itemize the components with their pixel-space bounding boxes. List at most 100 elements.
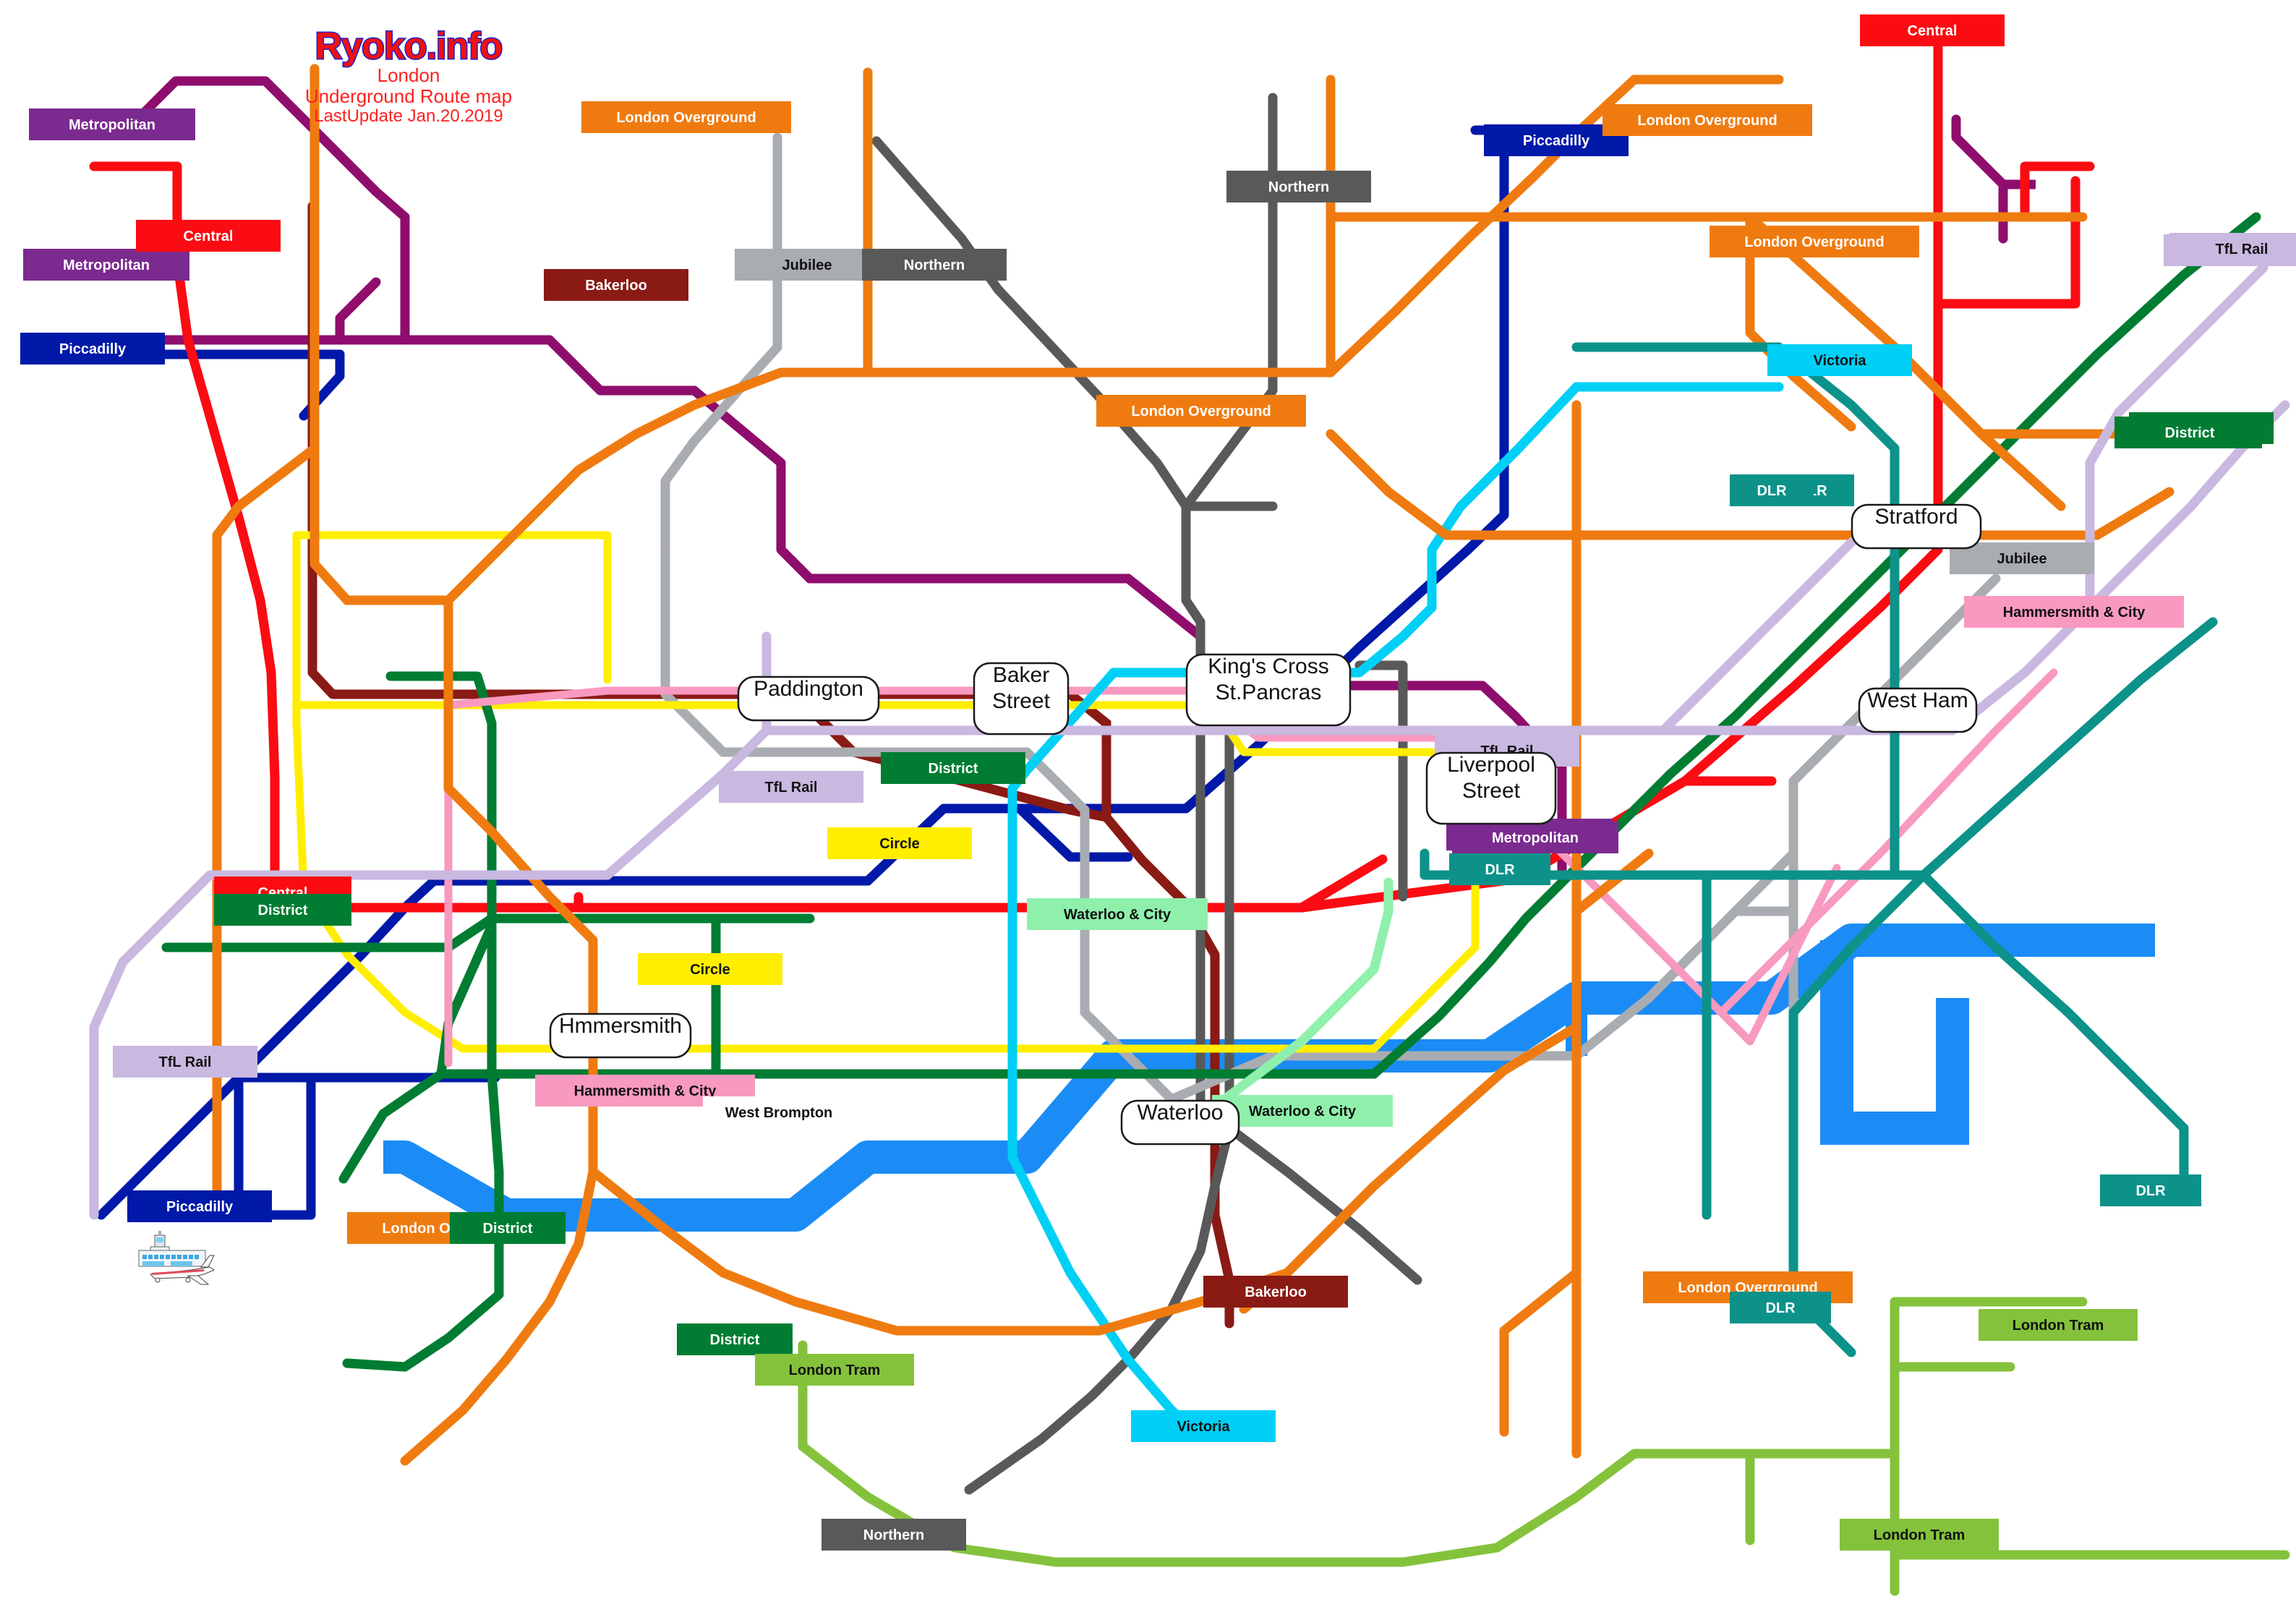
line-tag-bakerloo[interactable]: Bakerloo <box>544 269 688 301</box>
line-tag-label: DLR <box>1765 1300 1796 1316</box>
title-line-1: London <box>377 64 440 86</box>
line-tag-label: TfL Rail <box>2216 242 2269 257</box>
line-tag-box <box>127 1190 272 1222</box>
line-tag-northern[interactable]: Northern <box>862 249 1007 281</box>
line-tag-london-overground[interactable]: London Overground <box>1096 395 1306 427</box>
line-northern <box>871 93 1422 1495</box>
line-tag-west-brompton[interactable]: West Brompton <box>703 1096 855 1128</box>
logo-text: Ryoko.info <box>314 25 504 67</box>
line-tag-label: District <box>258 903 308 918</box>
line-tag-label: Waterloo & City <box>1064 907 1172 923</box>
line-dlr <box>1420 342 2218 1357</box>
line-tag-box <box>1449 853 1550 885</box>
line-tag-box <box>881 752 1025 784</box>
line-tag-box <box>2117 417 2262 448</box>
line-waterloo-city <box>1181 877 1394 1133</box>
line-tag-victoria[interactable]: Victoria <box>1131 1410 1276 1442</box>
line-tag-district[interactable]: District <box>677 1323 793 1355</box>
line-tag-circle[interactable]: Circle <box>638 953 782 985</box>
line-tag-dlr[interactable]: DLR <box>2100 1174 2201 1206</box>
line-tag-waterloo-city[interactable]: Waterloo & City <box>1027 898 1208 930</box>
line-tag-box <box>719 771 863 803</box>
line-tag-northern[interactable]: Northern <box>821 1519 966 1551</box>
line-tag-box <box>214 894 351 926</box>
line-tag-box <box>1212 1095 1393 1127</box>
line-tag-label: Piccadilly <box>59 341 127 357</box>
line-tag-tfl-rail[interactable]: TfL Rail <box>2169 233 2296 265</box>
line-tag-hammersmith-city[interactable]: Hammersmith & City <box>1964 596 2184 628</box>
line-tag-label: Jubilee <box>1997 551 2047 567</box>
line-tag-northern[interactable]: Northern <box>1226 171 1371 202</box>
major-station-waterloo[interactable]: Waterloo <box>1120 1099 1240 1146</box>
major-station-label: West Ham <box>1867 688 1968 712</box>
line-tag-label: London Tram <box>789 1363 881 1378</box>
line-tag-label: Northern <box>863 1527 924 1543</box>
line-tag-label: District <box>929 761 978 777</box>
line-tag-jubilee[interactable]: Jubilee <box>735 249 879 281</box>
major-station-box <box>737 675 880 722</box>
major-station-west-ham[interactable]: West Ham <box>1858 687 1978 733</box>
line-tag-dlr[interactable]: DLR <box>1730 1292 1831 1323</box>
line-tag-label: Bakerloo <box>585 278 647 294</box>
major-station-label: King's Cross <box>1208 654 1328 678</box>
line-tag-london-overground[interactable]: London Overground <box>581 101 791 133</box>
line-tag-metropolitan[interactable]: Metropolitan <box>23 249 189 281</box>
line-tag-bakerloo[interactable]: Bakerloo <box>1203 1276 1348 1308</box>
line-tag-label: Piccadilly <box>166 1199 234 1215</box>
major-station-hmmersmith[interactable]: Hmmersmith <box>549 1012 692 1059</box>
line-tag-district[interactable]: District <box>450 1212 566 1244</box>
line-tag-box <box>2100 1174 2201 1206</box>
line-tag-label: Bakerloo <box>1245 1284 1307 1300</box>
line-tag-piccadilly[interactable]: Piccadilly <box>20 333 165 364</box>
line-tag-dlr[interactable]: DLR <box>1730 474 1814 506</box>
line-tag-box <box>113 1046 257 1078</box>
line-tram <box>798 1297 2290 1596</box>
line-tag-london-tram[interactable]: London Tram <box>1840 1519 1999 1551</box>
line-district <box>161 212 2261 1372</box>
line-tag-tfl-rail[interactable]: TfL Rail <box>719 771 863 803</box>
line-tag-district[interactable]: District <box>2117 417 2262 448</box>
line-tag-london-tram[interactable]: London Tram <box>1979 1309 2138 1341</box>
line-tag-label: TfL Rail <box>159 1054 212 1070</box>
line-tag-box <box>638 953 782 985</box>
line-tag-label: Circle <box>690 962 730 978</box>
major-station-box <box>1120 1099 1240 1146</box>
line-tag-dlr[interactable]: DLR <box>1449 853 1550 885</box>
line-tag-metropolitan[interactable]: Metropolitan <box>29 108 195 140</box>
line-tag-label: London Overground <box>1744 234 1884 250</box>
line-tag-central[interactable]: Central <box>1860 14 2005 46</box>
line-tag-label: London Tram <box>2013 1318 2104 1334</box>
major-station-stratford[interactable]: Stratford <box>1851 503 1982 550</box>
major-station-paddington[interactable]: Paddington <box>737 675 880 722</box>
line-tag-box <box>450 1212 566 1244</box>
line-tag-box <box>862 249 1007 281</box>
major-station-box <box>1858 687 1978 733</box>
line-tag-piccadilly[interactable]: Piccadilly <box>1484 124 1629 156</box>
line-tag-box <box>703 1096 855 1128</box>
line-tag-box <box>1226 171 1371 202</box>
line-tag-tfl-rail[interactable]: TfL Rail <box>113 1046 257 1078</box>
major-station-box <box>1851 503 1982 550</box>
line-tag-layer: MetropolitanMetropolitanCentralPiccadill… <box>20 14 2296 1551</box>
line-tag-district[interactable]: District <box>881 752 1025 784</box>
major-station-box <box>549 1012 692 1059</box>
major-station-box <box>1425 751 1557 825</box>
line-tag-london-overground[interactable]: London Overground <box>1710 226 1919 257</box>
line-tag-central[interactable]: Central <box>136 220 281 252</box>
line-tag-box <box>1950 542 2094 574</box>
line-tag-victoria[interactable]: Victoria <box>1767 344 1912 376</box>
line-tag-waterloo-city[interactable]: Waterloo & City <box>1212 1095 1393 1127</box>
line-tag-london-tram[interactable]: London Tram <box>755 1354 914 1386</box>
line-tag-circle[interactable]: Circle <box>827 827 972 859</box>
line-tag-label: TfL Rail <box>765 780 818 796</box>
major-station-label: Paddington <box>754 677 863 701</box>
line-tag-london-overground[interactable]: London Overground <box>1602 104 1812 136</box>
line-tag-district[interactable]: District <box>214 894 351 926</box>
line-tag-metropolitan[interactable]: Metropolitan <box>1452 822 1618 853</box>
line-tag-jubilee[interactable]: Jubilee <box>1950 542 2094 574</box>
line-tag-piccadilly[interactable]: Piccadilly <box>127 1190 272 1222</box>
